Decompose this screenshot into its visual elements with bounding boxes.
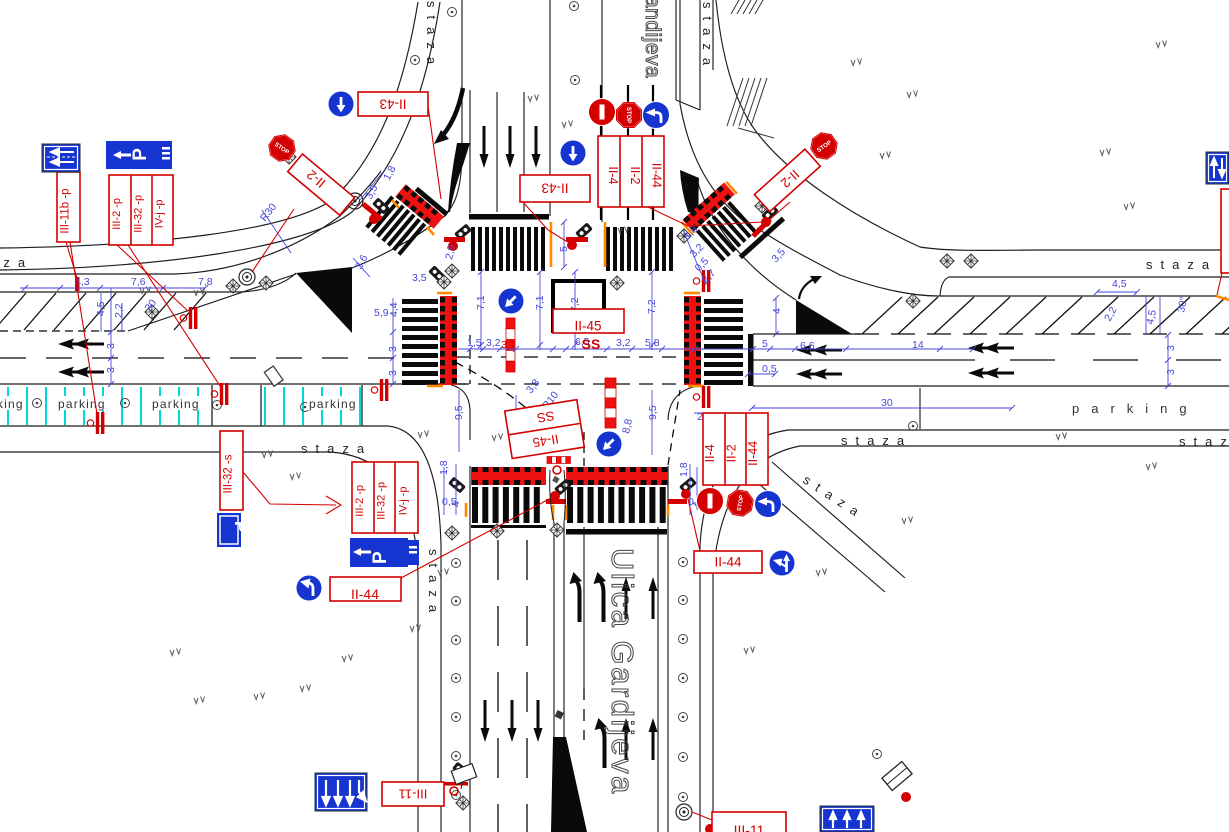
svg-text:II-43: II-43	[541, 180, 568, 195]
svg-text:III-32 -s: III-32 -s	[223, 454, 235, 493]
svg-text:7,6: 7,6	[131, 276, 146, 288]
svg-text:0,5: 0,5	[442, 496, 457, 508]
svg-text:3,5: 3,5	[412, 272, 427, 284]
svg-text:parking: parking	[1072, 401, 1199, 416]
svg-text:II-4: II-4	[606, 166, 620, 184]
svg-text:P: P	[130, 148, 151, 161]
svg-text:3,2: 3,2	[486, 337, 501, 349]
svg-text:III-32 -p: III-32 -p	[376, 482, 388, 520]
svg-text:II-44: II-44	[746, 441, 760, 466]
svg-text:parking: parking	[309, 397, 357, 411]
svg-text:4,5: 4,5	[1144, 309, 1159, 326]
svg-text:IV-j -p: IV-j -p	[154, 199, 166, 228]
svg-text:II-44: II-44	[351, 586, 379, 602]
svg-text:staza: staza	[0, 255, 33, 270]
svg-text:IV-j -p: IV-j -p	[398, 486, 410, 515]
svg-text:SS: SS	[582, 336, 601, 352]
svg-text:Ulica Gardijeva: Ulica Gardijeva	[605, 548, 640, 796]
svg-text:3,1: 3,1	[501, 339, 516, 351]
svg-text:14: 14	[912, 339, 924, 351]
svg-text:staza: staza	[1179, 434, 1229, 449]
svg-text:parking: parking	[58, 397, 106, 411]
svg-text:parking: parking	[0, 397, 24, 411]
svg-text:III-11: III-11	[399, 786, 428, 801]
svg-text:7,2: 7,2	[646, 299, 658, 314]
svg-text:0,5: 0,5	[762, 363, 777, 375]
svg-text:2,2: 2,2	[113, 303, 125, 318]
svg-text:6,5: 6,5	[575, 336, 590, 348]
svg-text:staza: staza	[841, 433, 912, 448]
svg-text:II-45: II-45	[532, 431, 560, 450]
svg-text:II-45: II-45	[574, 319, 601, 334]
svg-text:III-2 -p: III-2 -p	[354, 485, 366, 517]
svg-text:30°: 30°	[1175, 296, 1190, 314]
svg-text:30: 30	[881, 397, 893, 409]
svg-text:II-43: II-43	[379, 96, 406, 111]
svg-text:5: 5	[558, 246, 570, 252]
svg-text:9,5: 9,5	[647, 405, 659, 420]
svg-text:8,8: 8,8	[620, 418, 635, 435]
svg-text:4: 4	[771, 308, 783, 314]
svg-text:5,9: 5,9	[374, 307, 389, 319]
svg-text:4,3: 4,3	[75, 276, 90, 288]
svg-text:4,4: 4,4	[388, 302, 400, 317]
svg-text:staza: staza	[1146, 257, 1217, 272]
svg-text:6,6: 6,6	[800, 340, 815, 352]
svg-text:1,5: 1,5	[467, 337, 482, 349]
svg-text:3,2: 3,2	[616, 337, 631, 349]
svg-text:3: 3	[1165, 345, 1177, 351]
svg-text:staza: staza	[424, 1, 439, 72]
svg-text:III-11: III-11	[734, 822, 765, 832]
svg-text:2,9: 2,9	[443, 244, 458, 261]
svg-text:II-2: II-2	[725, 444, 739, 462]
svg-text:3: 3	[105, 367, 117, 373]
svg-text:II-2: II-2	[628, 166, 642, 184]
svg-text:P: P	[370, 551, 391, 564]
svg-text:4,5: 4,5	[1112, 278, 1127, 290]
svg-text:4: 4	[450, 501, 462, 507]
svg-text:3: 3	[105, 343, 117, 349]
svg-text:4,5: 4,5	[95, 301, 107, 316]
svg-text:III-2 -p: III-2 -p	[111, 198, 123, 230]
svg-text:3: 3	[387, 370, 399, 376]
svg-text:SS: SS	[536, 408, 556, 426]
svg-text:staza: staza	[301, 441, 372, 456]
svg-text:1,8: 1,8	[438, 460, 450, 475]
svg-text:3: 3	[1165, 369, 1177, 375]
svg-text:staza: staza	[700, 2, 715, 73]
svg-text:II-44: II-44	[714, 555, 742, 570]
svg-text:II-44: II-44	[650, 163, 664, 188]
svg-text:1,8: 1,8	[678, 462, 690, 477]
svg-text:7,1: 7,1	[475, 295, 487, 310]
svg-text:9,5: 9,5	[453, 405, 465, 420]
svg-text:5,8: 5,8	[645, 337, 660, 349]
svg-text:andijeva: andijeva	[641, 0, 664, 78]
svg-text:P: P	[231, 521, 250, 532]
svg-text:II-4: II-4	[703, 444, 717, 462]
svg-text:parking: parking	[152, 397, 200, 411]
svg-text:3: 3	[387, 346, 399, 352]
svg-text:7,8: 7,8	[198, 276, 213, 288]
svg-text:7,1: 7,1	[534, 295, 546, 310]
svg-text:staza: staza	[426, 549, 441, 620]
svg-text:5: 5	[762, 338, 768, 350]
svg-text:III-32 -p: III-32 -p	[133, 195, 145, 233]
svg-text:III-11b -p: III-11b -p	[60, 188, 72, 233]
